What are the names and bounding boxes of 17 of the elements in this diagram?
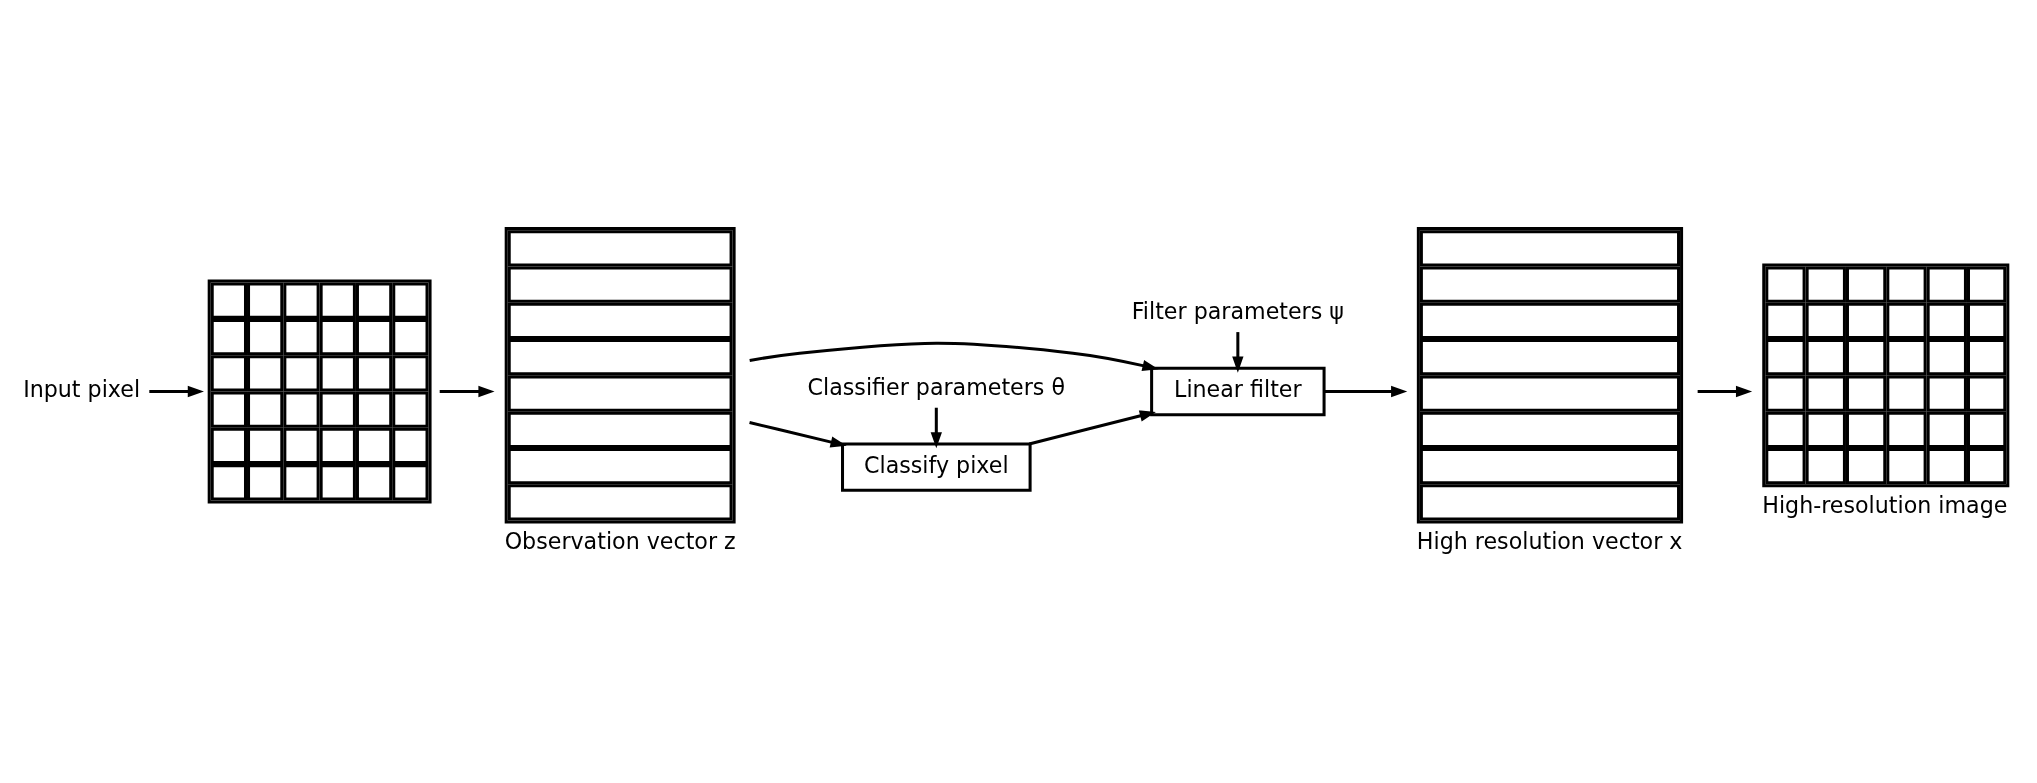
node-text: Filter parameters ψ xyxy=(1131,298,1344,325)
arrow xyxy=(1324,385,1408,398)
node-label: High resolution vector x xyxy=(1416,528,1683,555)
arrow xyxy=(439,385,495,398)
node-text: Input pixel xyxy=(23,376,141,403)
arrow xyxy=(749,421,847,448)
arrow xyxy=(1232,332,1244,373)
node-text: Classifier parameters θ xyxy=(807,374,1066,401)
arrow xyxy=(149,385,204,398)
arrow xyxy=(1028,410,1156,446)
arrow xyxy=(1697,385,1753,398)
node-label: Observation vector z xyxy=(504,528,736,555)
arrow xyxy=(930,407,942,449)
node-label: High-resolution image xyxy=(1762,492,2008,519)
node-box: Linear filter xyxy=(1150,366,1326,417)
arrow xyxy=(749,341,1159,372)
node-box: Classify pixel xyxy=(841,442,1032,492)
